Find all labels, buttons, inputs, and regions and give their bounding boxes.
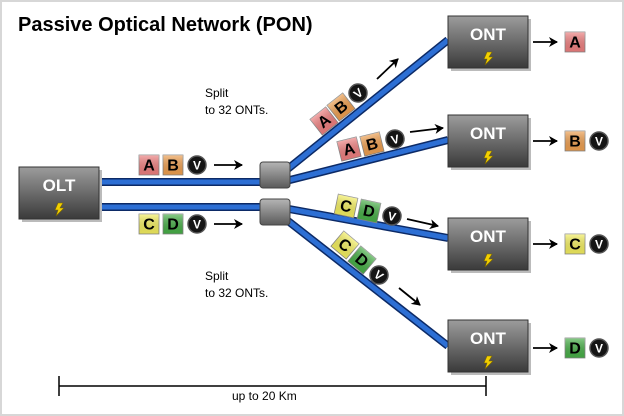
ont-box-3: ONT [447, 217, 531, 273]
ont-box-1-label: ONT [470, 25, 507, 44]
power-icon [483, 150, 494, 165]
svg-text:V: V [387, 209, 398, 224]
branch-stream-ont-2-arrow [409, 123, 444, 134]
svg-text:D: D [569, 341, 581, 358]
split-note-top-line-1: Split [205, 86, 229, 100]
signal-badge-d: D [162, 213, 184, 235]
split-note-bottom-line-1: Split [205, 269, 229, 283]
distance-ruler [58, 376, 487, 396]
signal-badge-b: B [162, 154, 184, 176]
ont-box-4-label: ONT [470, 329, 507, 348]
signal-badge-d: D [356, 198, 382, 224]
olt-box: OLT [18, 166, 102, 222]
video-badge: V [187, 155, 207, 175]
signal-badge-b: B [326, 92, 356, 122]
svg-text:A: A [143, 158, 155, 175]
video-badge: V [382, 206, 402, 226]
signal-badge-c: C [330, 230, 360, 260]
splitter-bottom [259, 198, 291, 226]
signal-badge-c: C [564, 233, 586, 255]
svg-text:V: V [595, 238, 603, 252]
svg-text:C: C [143, 217, 155, 234]
ont-box-1: ONT [447, 15, 531, 71]
signal-badge-c: C [333, 193, 359, 219]
diagram-title: Passive Optical Network (PON) [18, 14, 313, 36]
ont-box-3-label: ONT [470, 227, 507, 246]
signal-badge-a: A [138, 154, 160, 176]
ont-box-2: ONT [447, 114, 531, 170]
distance-label: up to 20 Km [232, 389, 297, 403]
ont-box-2-label: ONT [470, 124, 507, 143]
video-badge: V [589, 338, 609, 358]
svg-text:V: V [595, 135, 603, 149]
svg-text:C: C [569, 237, 581, 254]
video-badge: V [187, 214, 207, 234]
ont-box-4: ONT [447, 319, 531, 375]
signal-badge-a: A [336, 136, 362, 162]
branch-stream-ont-3-arrow [406, 218, 439, 230]
branch-stream-ont-4-arrow [398, 287, 421, 306]
signal-badge-d: D [347, 245, 377, 275]
svg-text:D: D [361, 202, 376, 221]
svg-text:A: A [569, 35, 581, 52]
signal-badge-b: B [564, 130, 586, 152]
fiber-group [97, 36, 451, 350]
split-note-bottom: Split to 32 ONTs. [205, 268, 268, 302]
signal-badge-d: D [564, 337, 586, 359]
signal-badge-a: A [309, 106, 339, 136]
svg-text:B: B [365, 135, 380, 154]
split-note-top-line-2: to 32 ONTs. [205, 103, 269, 117]
signal-badge-c: C [138, 213, 160, 235]
signal-badge-b: B [359, 131, 385, 157]
power-icon [483, 51, 494, 66]
power-icon [483, 355, 494, 370]
video-badge: V [589, 131, 609, 151]
svg-text:C: C [338, 197, 353, 216]
signal-badge-a: A [564, 31, 586, 53]
power-icon [483, 253, 494, 268]
video-badge: V [348, 83, 368, 103]
branch-stream-ont-4: CDV [330, 230, 389, 285]
svg-text:V: V [193, 218, 201, 232]
ont-1-output: A [564, 31, 586, 53]
svg-text:V: V [390, 132, 401, 148]
svg-text:V: V [193, 159, 201, 173]
olt-box-label: OLT [43, 176, 76, 195]
power-icon [54, 202, 65, 217]
video-badge: V [369, 265, 389, 285]
video-badge: V [589, 234, 609, 254]
svg-text:D: D [167, 217, 179, 234]
svg-text:B: B [569, 134, 581, 151]
svg-text:V: V [595, 342, 603, 356]
branch-stream-ont-1: ABV [309, 83, 368, 136]
branch-stream-ont-1-arrow [376, 58, 399, 80]
splitter-top [259, 161, 291, 189]
svg-text:A: A [342, 140, 358, 159]
split-note-top: Split to 32 ONTs. [205, 85, 268, 119]
svg-text:B: B [167, 158, 179, 175]
split-note-bottom-line-2: to 32 ONTs. [205, 286, 269, 300]
video-badge: V [385, 129, 405, 149]
